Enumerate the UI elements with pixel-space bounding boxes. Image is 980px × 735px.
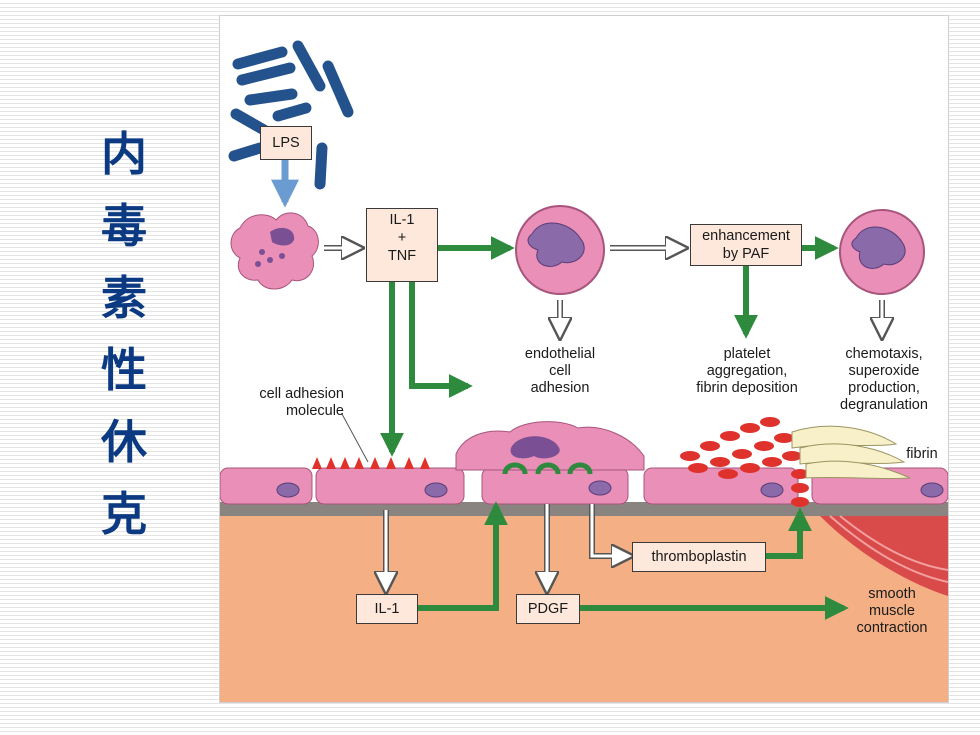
adherent-neutrophil [455, 421, 645, 475]
cell-nucleus [424, 482, 448, 498]
title-char: 内 [101, 127, 147, 181]
cell-nucleus [588, 480, 612, 496]
enhancement-paf-box: enhancement by PAF [690, 224, 802, 266]
endothelial-cells [220, 467, 948, 505]
title-char: 素 [101, 271, 147, 325]
cell-adhesion-molecule-label: cell adhesion molecule [259, 386, 344, 419]
adhesion-molecules [312, 457, 430, 469]
pdgf-box: PDGF [516, 594, 580, 624]
endothelial-cell [220, 467, 313, 505]
chemotaxis-label: chemotaxis, superoxide production, degra… [840, 346, 928, 413]
cell-nucleus [760, 482, 784, 498]
neutrophil-1 [515, 205, 605, 295]
cell-nucleus [920, 482, 944, 498]
title-char: 性 [101, 343, 147, 397]
title-char: 休 [101, 415, 147, 469]
title-char: 毒 [101, 199, 147, 253]
fibrin-label: fibrin [906, 446, 938, 462]
basement-membrane [220, 502, 948, 516]
slide-title: 内 毒 素 性 休 克 [92, 118, 156, 550]
title-char: 克 [101, 487, 147, 541]
platelet-label: platelet aggregation, fibrin deposition [696, 346, 798, 396]
bacteria [228, 40, 354, 190]
smooth-muscle-label: smooth muscle contraction [856, 586, 928, 636]
endotoxin-diagram: LPS IL-1 + TNF enhancement by PAF IL-1 P… [219, 15, 949, 703]
lps-box: LPS [260, 126, 312, 160]
il1-box: IL-1 [356, 594, 418, 624]
thromboplastin-box: thromboplastin [632, 542, 766, 572]
il1-tnf-box: IL-1 + TNF [366, 208, 438, 282]
fibrin-strands [791, 425, 911, 480]
diagram-artwork [220, 40, 948, 702]
endothelial-adhesion-label: endothelial cell adhesion [524, 346, 596, 396]
green-arrows [380, 236, 849, 620]
label-leader [341, 413, 369, 463]
platelet-aggregate [680, 417, 809, 507]
macrophage [230, 212, 319, 290]
neutrophil-2 [839, 209, 925, 295]
cell-nucleus [276, 482, 300, 498]
